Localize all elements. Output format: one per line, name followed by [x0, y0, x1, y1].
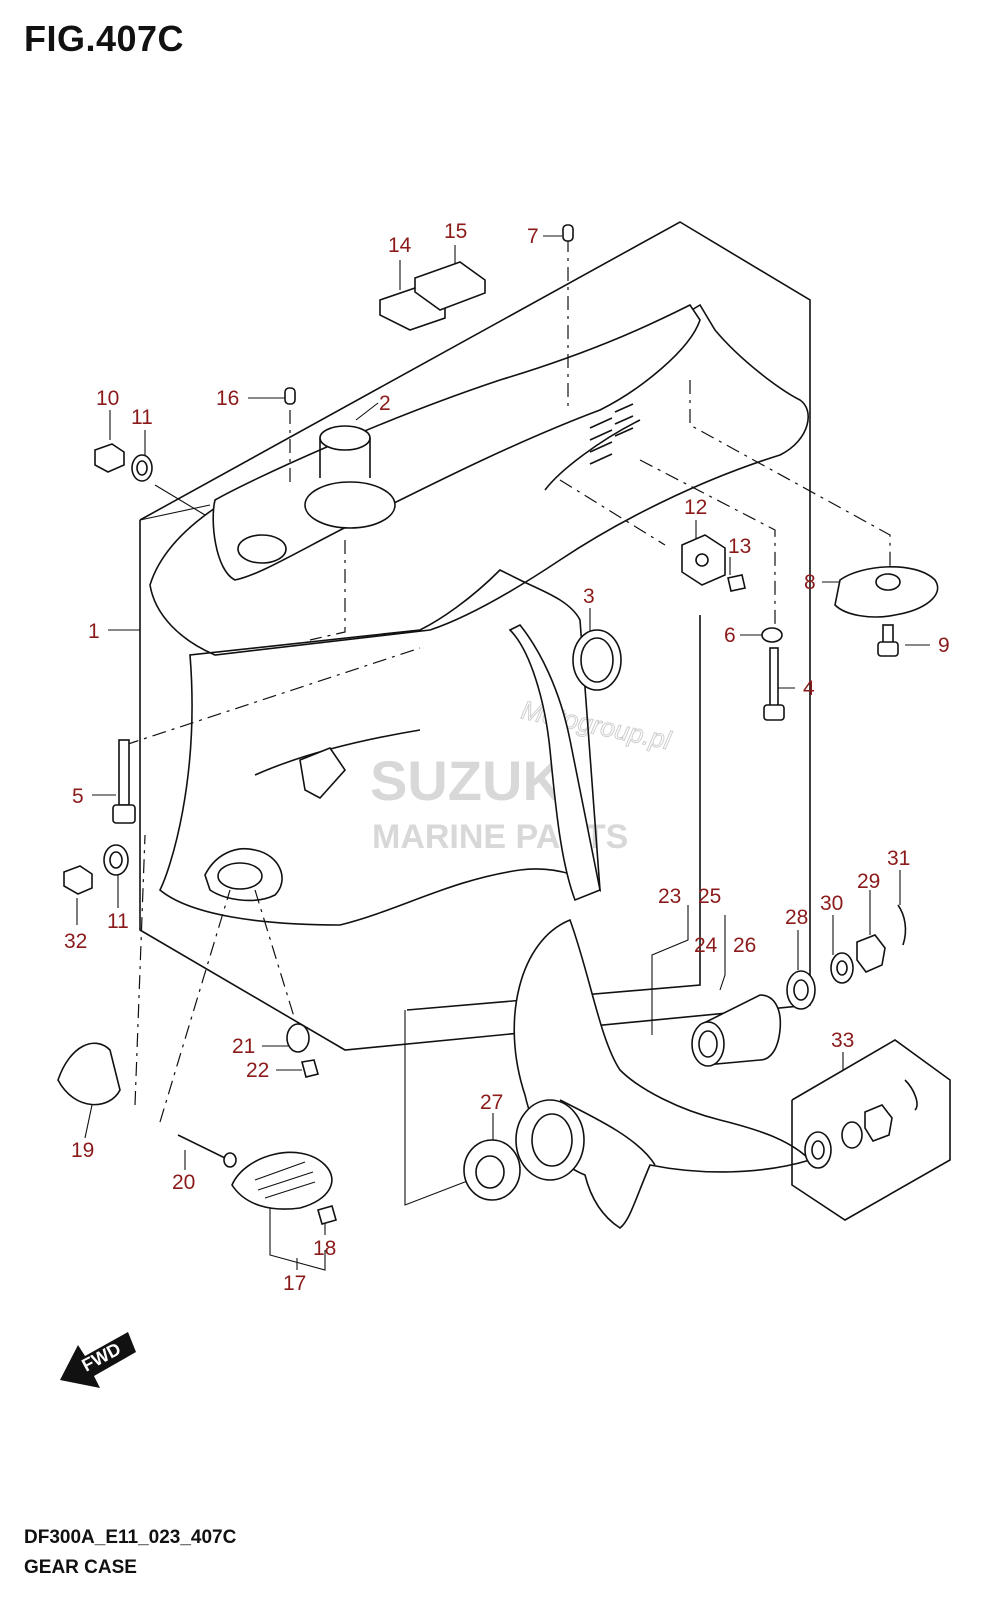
callout-19: 19	[71, 1139, 94, 1162]
callout-26: 26	[733, 934, 756, 957]
part-5-bolt	[118, 739, 130, 806]
part-6-washer	[761, 627, 783, 643]
callout-9: 9	[938, 634, 950, 657]
part-21-collar	[286, 1023, 310, 1053]
part-29-nut	[856, 934, 886, 973]
watermark: Motogroup.pl SUZUKI MARINE PARTS	[370, 694, 675, 856]
leader-lines	[76, 235, 930, 1271]
small-parts	[57, 224, 951, 1229]
callout-15: 15	[444, 220, 467, 243]
callout-31: 31	[887, 847, 910, 870]
figure-title: FIG.407C	[24, 18, 185, 59]
callout-12: 12	[684, 496, 707, 519]
part-12-mount	[681, 534, 726, 586]
callout-32: 32	[64, 930, 87, 953]
part-17-cover	[231, 1151, 333, 1210]
callout-11-top: 11	[131, 406, 153, 429]
callout-30: 30	[820, 892, 843, 915]
part-7-pin	[562, 224, 574, 242]
callout-21: 21	[232, 1035, 255, 1058]
dashed-leaders	[124, 238, 891, 1123]
part-30-washer	[830, 952, 854, 984]
part-11-washer-top	[131, 454, 153, 482]
callout-33: 33	[831, 1029, 854, 1052]
callout-3: 3	[583, 585, 595, 608]
part-10-plug	[94, 443, 125, 473]
part-22-screw	[301, 1059, 319, 1078]
callout-13: 13	[728, 535, 751, 558]
callout-23: 23	[658, 885, 681, 908]
part-8-anode	[834, 566, 939, 618]
watermark-brand-text: SUZUKI	[370, 749, 578, 812]
callout-25: 25	[698, 885, 721, 908]
part-31-cotter-pin	[897, 904, 907, 946]
callout-17: 17	[283, 1272, 306, 1295]
callout-29: 29	[857, 870, 880, 893]
part-28-spacer	[786, 970, 816, 1010]
callout-22: 22	[246, 1059, 269, 1082]
part-32-plug	[63, 865, 93, 895]
callout-24: 24	[694, 934, 718, 957]
callout-6: 6	[724, 624, 736, 647]
fwd-direction-arrow: FWD	[60, 1332, 136, 1388]
part-13-bolt	[727, 574, 746, 592]
callout-28: 28	[785, 906, 808, 929]
callout-14: 14	[388, 234, 412, 257]
housing-vent-slots	[589, 403, 634, 465]
gear-case-housing	[149, 303, 809, 926]
figure-code: DF300A_E11_023_407C	[24, 1527, 237, 1548]
propeller	[513, 918, 812, 1229]
callout-2: 2	[379, 392, 391, 415]
callout-8: 8	[804, 571, 816, 594]
part-33-kit	[791, 1039, 951, 1221]
callout-16: 16	[216, 387, 239, 410]
callout-labels: 1 2 3 4 5 6 7 8 9 10 11 11 12 13 14 15 1…	[64, 220, 950, 1295]
callout-10: 10	[96, 387, 119, 410]
callout-27: 27	[480, 1091, 503, 1114]
callout-20: 20	[172, 1171, 195, 1194]
part-27-washer	[463, 1139, 521, 1201]
callout-11-lower: 11	[107, 910, 129, 933]
figure-name: GEAR CASE	[24, 1557, 137, 1578]
callout-1: 1	[88, 620, 100, 643]
callout-7: 7	[527, 225, 539, 248]
part-18-screw	[317, 1205, 337, 1225]
part-15-plate	[414, 261, 486, 311]
callout-18: 18	[313, 1237, 336, 1260]
part-11-washer-lower	[103, 844, 129, 876]
part-19-cover	[57, 1042, 121, 1106]
callout-5: 5	[72, 785, 84, 808]
part-4-bolt	[769, 647, 779, 709]
part-16-pin	[284, 387, 296, 405]
callout-4: 4	[803, 677, 815, 700]
